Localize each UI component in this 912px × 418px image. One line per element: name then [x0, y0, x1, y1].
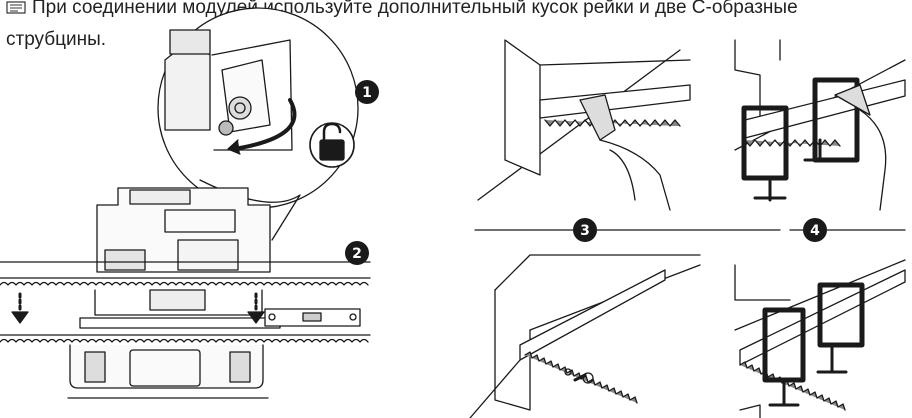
step-badge-3: 3: [573, 218, 597, 242]
down-arrow-icon: [247, 292, 265, 324]
rack-panel-4: [734, 259, 906, 418]
step-badge-2: 2: [345, 241, 369, 265]
rack-panel-3: [469, 254, 701, 418]
motor-unit: [67, 187, 281, 399]
note-icon: [6, 1, 26, 15]
rack-section-lines: [0, 261, 371, 343]
step-badge-1: 1: [355, 80, 379, 104]
c-clamp-icon: [816, 282, 865, 374]
svg-text:2: 2: [352, 246, 362, 262]
down-arrow-icon: [11, 292, 29, 324]
caption-line-2: струбцины.: [6, 29, 107, 50]
svg-text:1: 1: [362, 85, 372, 101]
c-clamp-icon: [741, 105, 789, 202]
rack-panel-2: [734, 39, 906, 211]
svg-text:4: 4: [810, 223, 820, 239]
spirit-level-icon: [264, 308, 361, 327]
c-clamp-icon: [803, 77, 860, 163]
svg-text:3: 3: [580, 223, 590, 239]
c-clamp-icon: [762, 307, 806, 407]
hand-icon: [859, 109, 887, 211]
rack-panel-1: [477, 39, 691, 211]
step-badge-4: 4: [803, 218, 827, 242]
hand-icon: [599, 139, 671, 211]
screw-icon: [564, 368, 594, 384]
padlock-open-icon: [309, 122, 355, 168]
motor-detail-zoom: [157, 7, 359, 241]
rotate-arrow-icon: [238, 98, 297, 150]
